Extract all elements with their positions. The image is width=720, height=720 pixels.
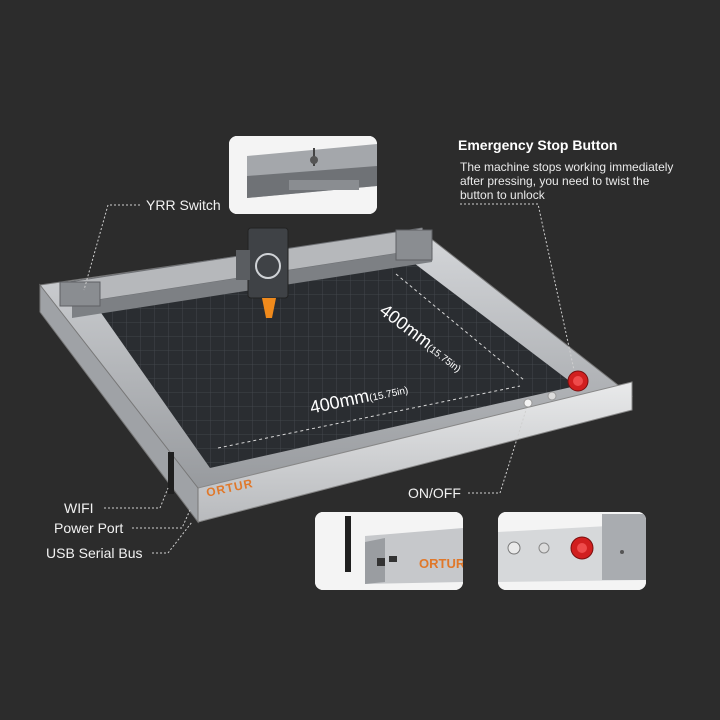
inset-control-panel bbox=[498, 512, 646, 590]
yrr-switch-closeup bbox=[229, 136, 377, 214]
estop-desc-1: The machine stops working immediately bbox=[460, 160, 674, 174]
inset-yrr-switch bbox=[229, 136, 377, 214]
wifi-label: WIFI bbox=[64, 500, 94, 516]
control-panel-closeup bbox=[498, 512, 646, 590]
wifi-antenna bbox=[168, 452, 174, 494]
on-off-label: ON/OFF bbox=[408, 485, 461, 501]
laser-head bbox=[247, 227, 289, 299]
yrr-switch-label: YRR Switch bbox=[146, 197, 221, 213]
svg-text:ORTUR: ORTUR bbox=[419, 556, 463, 571]
usb-label: USB Serial Bus bbox=[46, 545, 143, 561]
power-port-label: Power Port bbox=[54, 520, 124, 536]
inset-ports: ORTUR bbox=[315, 512, 463, 590]
estop-title: Emergency Stop Button bbox=[458, 137, 618, 153]
power-button bbox=[523, 398, 533, 408]
frame-left bbox=[39, 283, 199, 524]
estop-desc-2: after pressing, you need to twist the bbox=[460, 174, 650, 188]
estop-desc-3: button to unlock bbox=[460, 188, 545, 202]
ports-closeup: ORTUR bbox=[315, 512, 463, 590]
